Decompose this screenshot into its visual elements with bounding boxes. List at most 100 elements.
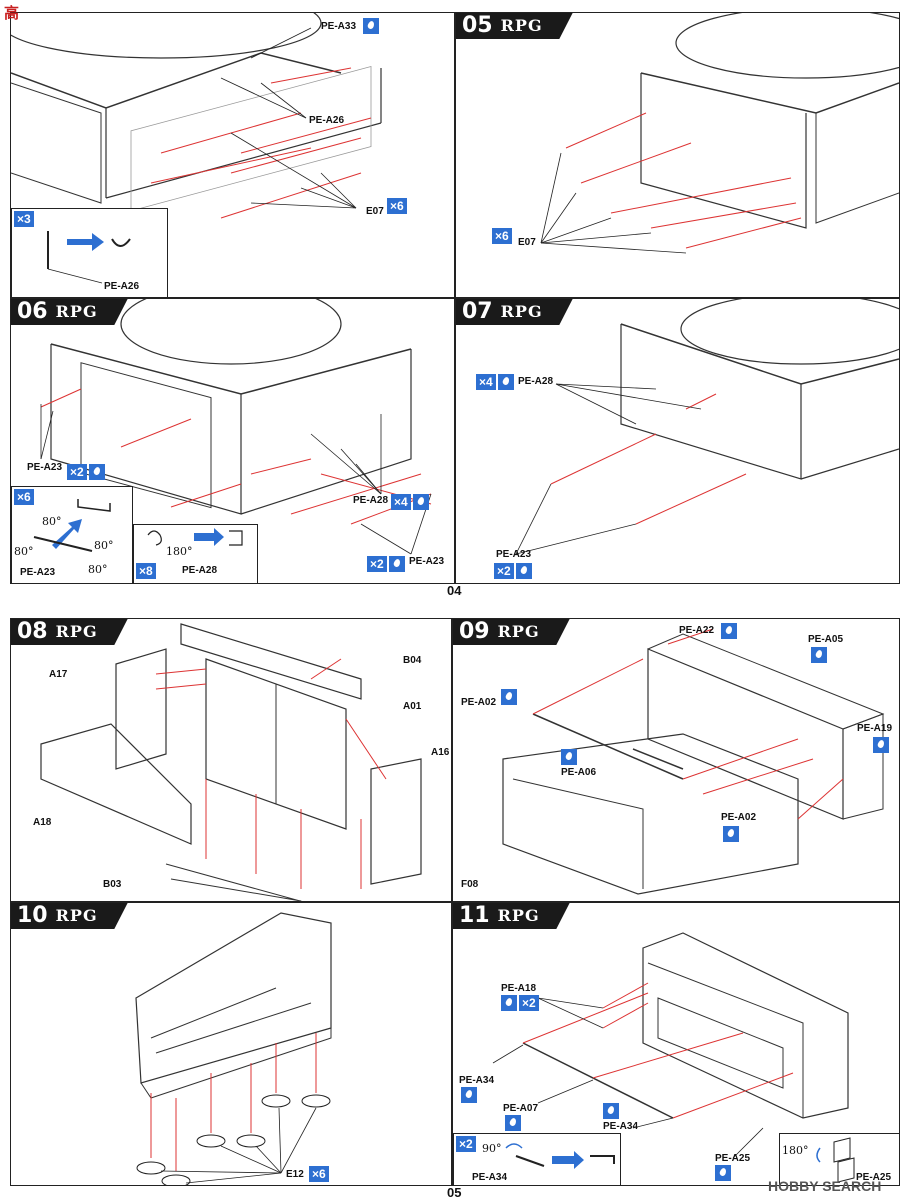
glue-icon (723, 826, 739, 842)
step-header: 10 RPG (11, 903, 128, 929)
step-number: 11 (453, 903, 496, 929)
step-06-inset-bend: ×6 80° 80° 80° 80° PE-A23 (11, 486, 133, 583)
step-number: 08 (11, 619, 54, 645)
label-pe-a23: PE-A23 (20, 567, 56, 578)
step-09-panel: 09 RPG PE-A22 PE-A05 PE-A02 PE-A19 PE-A0… (452, 618, 900, 902)
label-pe-a26: PE-A26 (309, 115, 345, 126)
angle-label: 80° (42, 515, 62, 528)
label-pe-a23: PE-A23 (496, 549, 532, 560)
label-pe-a28: PE-A28 (518, 376, 554, 387)
label-pe-a25: PE-A25 (715, 1153, 751, 1164)
quantity-badge: ×2 (367, 556, 387, 572)
glue-icon (715, 1165, 731, 1181)
label-pe-a34: PE-A34 (603, 1121, 639, 1132)
step-header: 05 RPG (456, 13, 573, 39)
label-e07: E07 (366, 206, 384, 217)
glue-icon (501, 995, 517, 1011)
label-a17: A17 (49, 669, 68, 680)
quantity-badge: ×3 (14, 211, 34, 227)
label-a16: A16 (431, 747, 450, 758)
label-pe-a26: PE-A26 (104, 281, 140, 292)
glue-icon (498, 374, 514, 390)
glue-icon (516, 563, 532, 579)
step-04-panel: PE-A33 PE-A26 E07 ×6 ×3 PE-A26 (10, 12, 455, 298)
brand-logo: RPG (53, 619, 128, 645)
page-number: 04 (447, 583, 462, 598)
page-number: 05 (447, 1185, 462, 1200)
label-pe-a22: PE-A22 (679, 625, 715, 636)
brand-logo: RPG (495, 619, 570, 645)
label-pe-a34: PE-A34 (459, 1075, 495, 1086)
step-07-panel: 07 RPG ×4 PE-A28 PE-A23 ×2 (455, 298, 900, 584)
label-pe-a23: PE-A23 (27, 462, 63, 473)
fold-diagram (816, 1137, 855, 1183)
label-e07: E07 (518, 237, 536, 248)
step-04-illustration (11, 13, 382, 219)
step-04-inset: ×3 PE-A26 (11, 208, 168, 297)
quantity-badge: ×2 (67, 464, 87, 480)
quantity-badge: ×6 (387, 198, 407, 214)
glue-icon (389, 556, 405, 572)
step-10-panel: 10 RPG E12 ×6 (10, 902, 452, 1186)
angle-label: 80° (14, 545, 34, 558)
step-number: 10 (11, 903, 54, 929)
angle-label: 180° (166, 545, 193, 558)
step-number: 07 (456, 299, 499, 325)
step-header: 11 RPG (453, 903, 570, 929)
angle-label: 180° (782, 1144, 809, 1157)
label-pe-a02: PE-A02 (461, 697, 497, 708)
brand-logo: RPG (498, 299, 573, 325)
step-06-panel: 06 RPG PE-A23 ×2 PE-A28 ×4 (10, 298, 455, 584)
step-09-illustration (502, 628, 885, 895)
quantity-badge: ×2 (519, 995, 539, 1011)
step-05-illustration (540, 13, 899, 254)
label-e12: E12 (286, 1169, 304, 1180)
label-pe-a23: PE-A23 (409, 556, 445, 567)
glue-icon (505, 1115, 521, 1131)
glue-icon (721, 623, 737, 639)
quantity-badge: ×6 (492, 228, 512, 244)
brand-logo: RPG (53, 299, 128, 325)
bend-diagram (505, 1143, 615, 1169)
glue-icon (363, 18, 379, 34)
label-pe-a33: PE-A33 (321, 21, 357, 32)
glue-icon (413, 494, 429, 510)
step-11-panel: 11 RPG PE-A18 ×2 PE-A34 PE-A07 (452, 902, 900, 1186)
label-b04: B04 (403, 655, 422, 666)
label-pe-a19: PE-A19 (857, 723, 893, 734)
label-b03: B03 (103, 879, 122, 890)
fold-diagram (147, 528, 243, 546)
glue-icon (811, 647, 827, 663)
step-05-panel: 05 RPG ×6 E07 (455, 12, 900, 298)
step-06-illustration (40, 299, 432, 555)
glue-icon (89, 464, 105, 480)
step-11-inset-a34: ×2 90° PE-A34 (453, 1133, 621, 1185)
glue-icon (873, 737, 889, 753)
label-pe-a25: PE-A25 (856, 1172, 892, 1183)
angle-label: 80° (88, 563, 108, 576)
step-header: 06 RPG (11, 299, 128, 325)
watermark: 高 (4, 5, 20, 22)
quantity-badge: ×6 (309, 1166, 329, 1182)
label-pe-a34: PE-A34 (472, 1172, 508, 1183)
step-11-inset-a25: 180° PE-A25 (779, 1133, 899, 1185)
quantity-badge: ×2 (494, 563, 514, 579)
label-f08: F08 (461, 879, 479, 890)
step-10-illustration (135, 912, 332, 1185)
label-pe-a18: PE-A18 (501, 983, 537, 994)
label-pe-a28: PE-A28 (182, 565, 218, 576)
label-pe-a05: PE-A05 (808, 634, 844, 645)
part-bend-diagram (47, 231, 131, 284)
bend-diagram (33, 499, 111, 552)
glue-icon (501, 689, 517, 705)
step-08-illustration (40, 623, 422, 901)
label-pe-a02: PE-A02 (721, 812, 757, 823)
step-header: 09 RPG (453, 619, 570, 645)
brand-logo: RPG (53, 903, 128, 929)
brand-logo: RPG (498, 13, 573, 39)
step-number: 06 (11, 299, 54, 325)
label-a01: A01 (403, 701, 422, 712)
label-pe-a06: PE-A06 (561, 767, 597, 778)
angle-label: 90° (482, 1142, 502, 1155)
step-08-panel: 08 RPG A17 B04 A01 A16 A18 B03 (10, 618, 452, 902)
